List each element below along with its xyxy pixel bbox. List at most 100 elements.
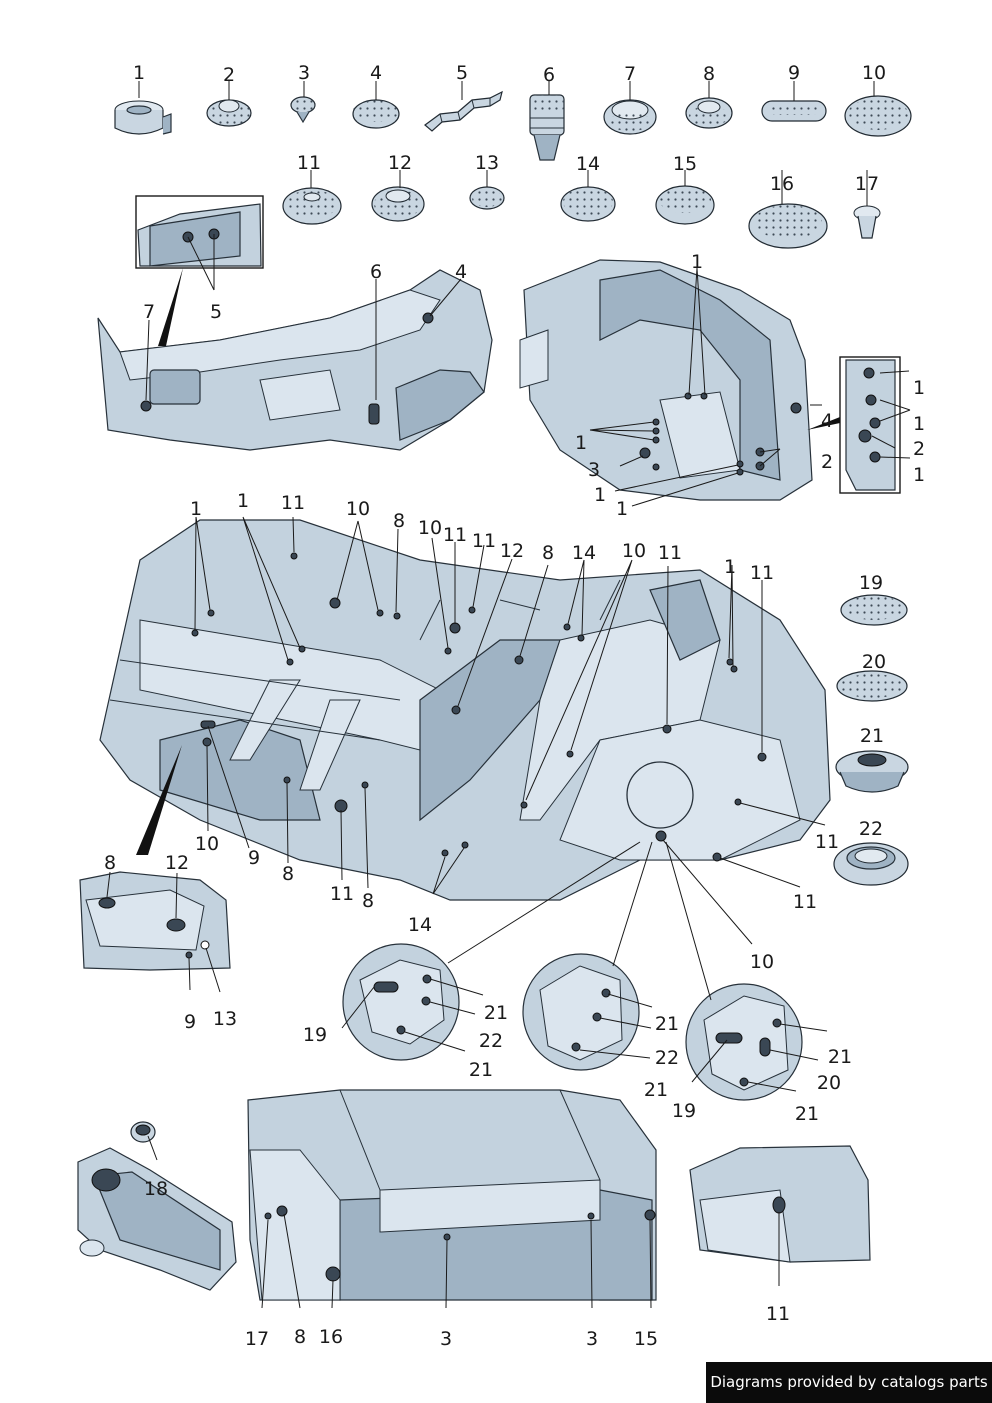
callouts-upper-left: 7 5 6 4	[143, 261, 467, 323]
callout-part-1: 1	[133, 62, 145, 84]
part-19-plug	[840, 594, 908, 626]
callout-fl-2: 11	[281, 492, 305, 514]
callout-ul-5: 5	[210, 301, 222, 323]
callouts-upper-right: 1 1 3 1 1 4 2 1 1 2 1	[575, 251, 925, 520]
callout-ur-i: 1	[913, 413, 925, 435]
callout-ur-e: 1	[616, 498, 628, 520]
callout-fl-22: 10	[750, 951, 774, 973]
callout-fl-13: 1	[724, 556, 736, 578]
callout-fl-11: 10	[622, 540, 646, 562]
callout-fi-9: 9	[184, 1011, 196, 1033]
floor-inset-pointer	[136, 745, 182, 855]
callout-ul-4: 4	[455, 261, 467, 283]
callout-ul-6: 6	[370, 261, 382, 283]
callout-fl-1: 1	[237, 490, 249, 512]
callout-part-10: 10	[862, 62, 886, 84]
callout-fi-8: 8	[104, 852, 116, 874]
part-14-plug	[560, 186, 616, 222]
callout-fi-12: 12	[165, 852, 189, 874]
callout-dc-3: 21	[469, 1059, 493, 1081]
part-6-rubber-grommet	[529, 94, 565, 161]
callout-ur-b: 1	[575, 432, 587, 454]
callout-fl-8: 12	[500, 540, 524, 562]
callout-dc-8: 20	[817, 1072, 841, 1094]
part-20-plug	[836, 670, 908, 702]
part-10-large-plug	[844, 95, 912, 137]
callout-lw-18: 18	[144, 1178, 168, 1200]
inset-right-side	[839, 356, 901, 494]
callouts-second-row: 11 12 13 14 15 16 17	[297, 152, 879, 195]
callout-lw-15: 15	[634, 1328, 658, 1350]
callout-fl-14: 11	[750, 562, 774, 584]
part-3-small-plug	[290, 96, 316, 124]
part-8-plug	[685, 97, 733, 129]
callout-ur-k: 1	[913, 464, 925, 486]
inset-pointer	[158, 268, 183, 346]
part-13-small-plug	[469, 186, 505, 210]
rear-body-section	[247, 1089, 657, 1301]
callout-dc-0: 19	[303, 1024, 327, 1046]
part-11-plug	[282, 187, 342, 225]
callout-lw-3a: 3	[440, 1328, 452, 1350]
part-22-grommet	[833, 842, 909, 886]
callout-part-14: 14	[576, 153, 600, 175]
callout-fl-9: 8	[542, 542, 554, 564]
callout-part-7: 7	[624, 63, 636, 85]
callout-part-3: 3	[298, 62, 310, 84]
callout-dc-9: 19	[672, 1100, 696, 1122]
callout-fl-6: 11	[443, 524, 467, 546]
floor-pan-assembly	[99, 519, 831, 901]
callout-part-4: 4	[370, 62, 382, 84]
callout-ur-j: 2	[913, 438, 925, 460]
callout-part-13: 13	[475, 152, 499, 174]
callout-fl-20: 11	[815, 831, 839, 853]
callout-ul-7: 7	[143, 301, 155, 323]
callout-part-5: 5	[456, 62, 468, 84]
callout-lw-17: 17	[245, 1328, 269, 1350]
callout-lw-11: 11	[766, 1303, 790, 1325]
callout-dc-10: 21	[795, 1103, 819, 1125]
callout-fl-16: 9	[248, 847, 260, 869]
part-1-tape-roll	[114, 100, 172, 135]
callout-fi-13: 13	[213, 1008, 237, 1030]
callout-part-6: 6	[543, 64, 555, 86]
part-5-foam-strip	[424, 90, 503, 132]
leader-lines	[106, 81, 911, 1309]
lower-right-detail	[689, 1145, 871, 1263]
detail-circle-right	[685, 983, 803, 1101]
callout-fl-19: 8	[362, 890, 374, 912]
callout-fl-10: 14	[572, 542, 596, 564]
callouts-side-parts: 19 20 21 22	[859, 572, 886, 840]
footer-credit-banner: Diagrams provided by catalogs parts	[706, 1362, 992, 1403]
callout-ur-d: 1	[594, 484, 606, 506]
callout-part-11: 11	[297, 152, 321, 174]
part-9-oval-plug	[761, 100, 827, 122]
inset-right-pointer	[807, 417, 840, 430]
callout-fl-23: 14	[408, 914, 432, 936]
part-18-side-member	[77, 1121, 237, 1291]
callouts-detail-circles: 19 21 22 21 21 22 21 21 20 19 21	[303, 1002, 852, 1125]
callouts-lower: 18 17 8 16 3 3 15 11	[144, 1178, 790, 1350]
callout-fl-17: 8	[282, 863, 294, 885]
callout-ur-h: 1	[913, 377, 925, 399]
part-7-plug	[603, 99, 657, 135]
callout-dc-5: 22	[655, 1047, 679, 1069]
callout-fl-15: 10	[195, 833, 219, 855]
upper-left-body-section	[97, 269, 493, 451]
callout-fl-3: 10	[346, 498, 370, 520]
callout-part-16: 16	[770, 173, 794, 195]
callout-dc-7: 21	[828, 1046, 852, 1068]
callout-ur-a: 1	[691, 251, 703, 273]
callout-part-15: 15	[673, 153, 697, 175]
part-4-plug	[352, 99, 400, 129]
callouts-floor-inset: 8 12 9 13	[104, 852, 237, 1033]
callout-part-21: 21	[860, 725, 884, 747]
callout-fl-7: 11	[472, 530, 496, 552]
detail-circle-left	[342, 943, 460, 1061]
detail-circle-middle	[522, 953, 640, 1071]
callout-dc-1: 21	[484, 1002, 508, 1024]
floor-inset-detail	[79, 871, 231, 971]
callout-part-12: 12	[388, 152, 412, 174]
